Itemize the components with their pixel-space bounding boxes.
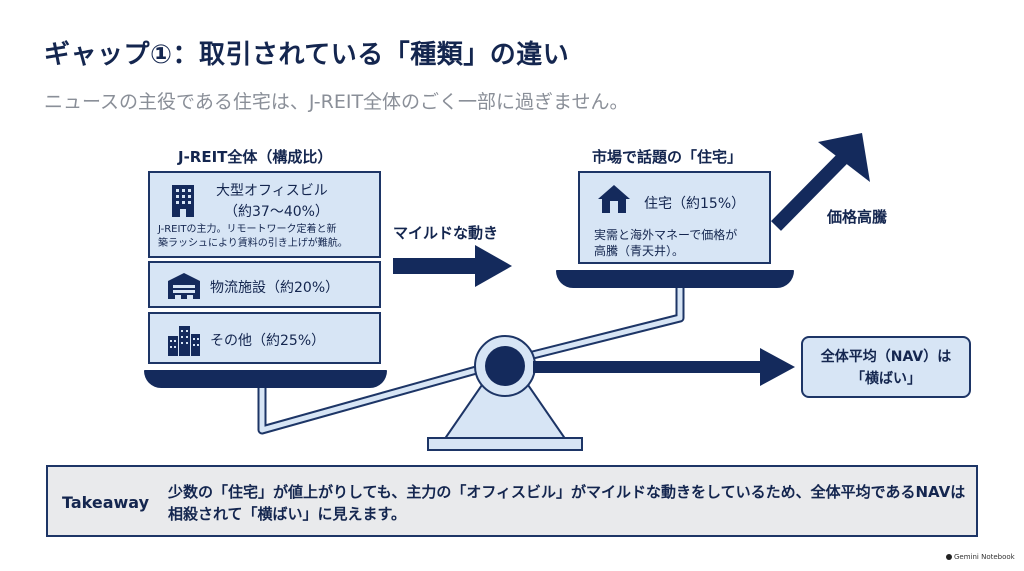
nav-line1: 全体平均（NAV）は (820, 349, 952, 365)
left-scale-pan (144, 370, 387, 388)
page-subtitle: ニュースの主役である住宅は、J-REIT全体のごく一部に過ぎません。 (44, 91, 629, 113)
office-note-line2: 築ラッシュにより賃料の引き上げが難航。 (158, 238, 348, 249)
housing-label: 住宅（約15%） (644, 196, 746, 212)
price-surge-label: 価格高騰 (827, 208, 888, 226)
housing-heading: 市場で話題の「住宅」 (592, 148, 743, 166)
mild-movement-arrow (393, 245, 512, 287)
office-building-icon (172, 185, 194, 217)
house-icon (598, 185, 630, 213)
takeaway-box: Takeaway 少数の「住宅」が値上がりしても、主力の「オフィスビル」がマイル… (46, 465, 978, 537)
housing-box: 住宅（約15%） 実需と海外マネーで価格が 高騰（青天井）。 (578, 171, 771, 264)
mild-movement-label: マイルドな動き (393, 224, 499, 242)
brand-watermark: Gemini Notebook (946, 553, 1015, 561)
nav-line2: 「横ばい」 (851, 371, 921, 387)
takeaway-text: 少数の「住宅」が値上がりしても、主力の「オフィスビル」がマイルドな動きをしている… (168, 483, 966, 523)
housing-note-line2: 高騰（青天井）。 (594, 244, 685, 258)
city-buildings-icon (168, 326, 200, 356)
fulcrum-base (427, 437, 583, 451)
logistics-box: 物流施設（約20%） (148, 261, 381, 308)
right-scale-pan (556, 270, 794, 288)
logistics-label: 物流施設（約20%） (210, 280, 340, 296)
office-label: 大型オフィスビル (216, 183, 328, 199)
jreit-composition-heading: J-REIT全体（構成比） (178, 148, 333, 166)
pivot-inner (485, 346, 525, 386)
nav-flat-box: 全体平均（NAV）は 「横ばい」 (801, 336, 971, 398)
housing-note-line1: 実需と海外マネーで価格が (594, 228, 738, 242)
brand-text: Gemini Notebook (954, 553, 1015, 561)
other-label: その他（約25%） (210, 333, 326, 349)
page-title: ギャップ①：取引されている「種類」の違い (44, 40, 570, 70)
brand-logo-icon (946, 554, 952, 560)
price-surge-arrow (771, 133, 870, 231)
office-percent: （約37〜40%） (224, 204, 329, 220)
warehouse-icon (168, 273, 200, 299)
takeaway-label: Takeaway (62, 493, 150, 512)
other-box: その他（約25%） (148, 312, 381, 364)
office-note-line1: J-REITの主力。リモートワーク定着と新 (158, 224, 337, 235)
flat-arrow (533, 348, 795, 386)
office-box: 大型オフィスビル （約37〜40%） J-REITの主力。リモートワーク定着と新… (148, 171, 381, 258)
